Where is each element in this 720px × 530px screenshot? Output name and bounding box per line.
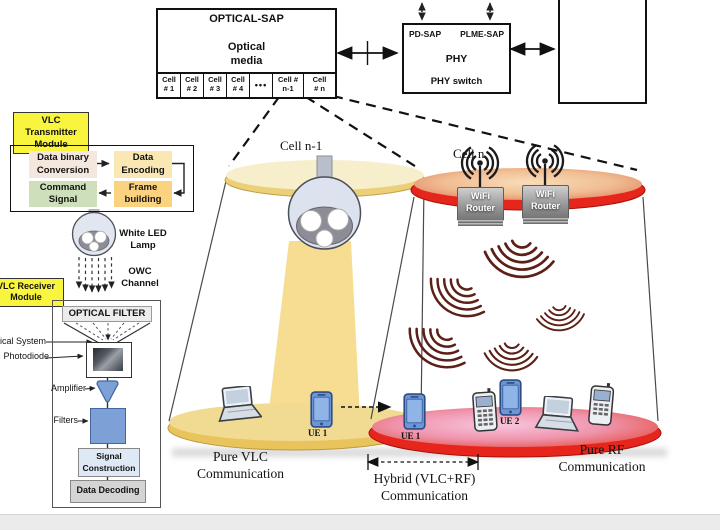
filters-label: Filters [53,415,79,425]
upper-layer-box [558,0,647,104]
photodiode-box [86,342,132,378]
photodiode-image [93,348,123,371]
optical-system-label: Optical System [0,336,46,346]
white-led-lamp-icon [71,209,117,257]
vlc-receiver-module-label: VLC Receiver Module [0,278,64,307]
cone-outlines [168,180,659,422]
ceiling-led-lamp-icon [287,155,362,250]
cell-2: Cell# 2 [181,74,204,97]
plme-sap-label: PLME-SAP [460,29,504,39]
optical-sap-title: OPTICAL-SAP [209,13,284,25]
hybrid-label: Hybrid (VLC+RF)Communication [373,471,476,503]
smartphone-ue2-icon [499,379,522,421]
optical-media-label: Optical media [227,41,266,67]
ue1b-label: UE 1 [401,431,421,441]
ue1-label: UE 1 [308,428,328,438]
antenna-dots [477,158,548,166]
optical-sap-box: OPTICAL-SAP Optical media Cell# 1 Cell# … [156,8,337,99]
cell-n1-label: Cell n-1 [280,138,323,153]
phy-switch-label: PHY switch [430,76,483,87]
pd-sap-label: PD-SAP [409,29,442,39]
owc-rays [75,257,115,293]
phy-box: PD-SAP PLME-SAP PHY PHY switch [402,23,511,94]
optical-filter-label: OPTICAL FILTER [62,306,152,322]
ue2-label: UE 2 [500,416,520,426]
cell-mapping-lines [228,94,638,172]
phy-label: PHY [445,53,468,65]
vlc-ceiling-disk [224,160,426,198]
rf-wave-icon [398,236,587,380]
cell-3: Cell# 3 [204,74,227,97]
smartphone-ue1b-icon [403,393,426,435]
cell-ellipsis: ••• [250,74,273,97]
data-decoding-block: Data Decoding [70,480,146,503]
cell-n: Cell# n [312,75,327,94]
cell-4: Cell# 4 [227,74,250,97]
cell-n-label: Cell n [453,146,485,161]
vlc-transmitter-module-label: VLC Transmitter Module [13,112,89,154]
receiver-box [52,300,161,508]
filters-box [90,408,126,444]
amplifier-label: Amplifier [50,383,86,393]
vlc-floor-disk [167,403,423,451]
cell-row: Cell# 1 Cell# 2 Cell# 3 Cell# 4 ••• Cell… [158,72,335,97]
laptop-icon [214,385,263,429]
photodiode-label: Photodiode [3,351,49,361]
cell-n-1: Cell #n-1 [273,74,304,97]
page-bottom-band [0,514,720,530]
cell-1: Cell# 1 [158,74,181,97]
mobile-phone2-icon [586,381,616,433]
smartphone-ue1-icon [310,391,333,433]
laptop2-icon [533,395,581,439]
mobile-phone-icon [470,387,499,439]
